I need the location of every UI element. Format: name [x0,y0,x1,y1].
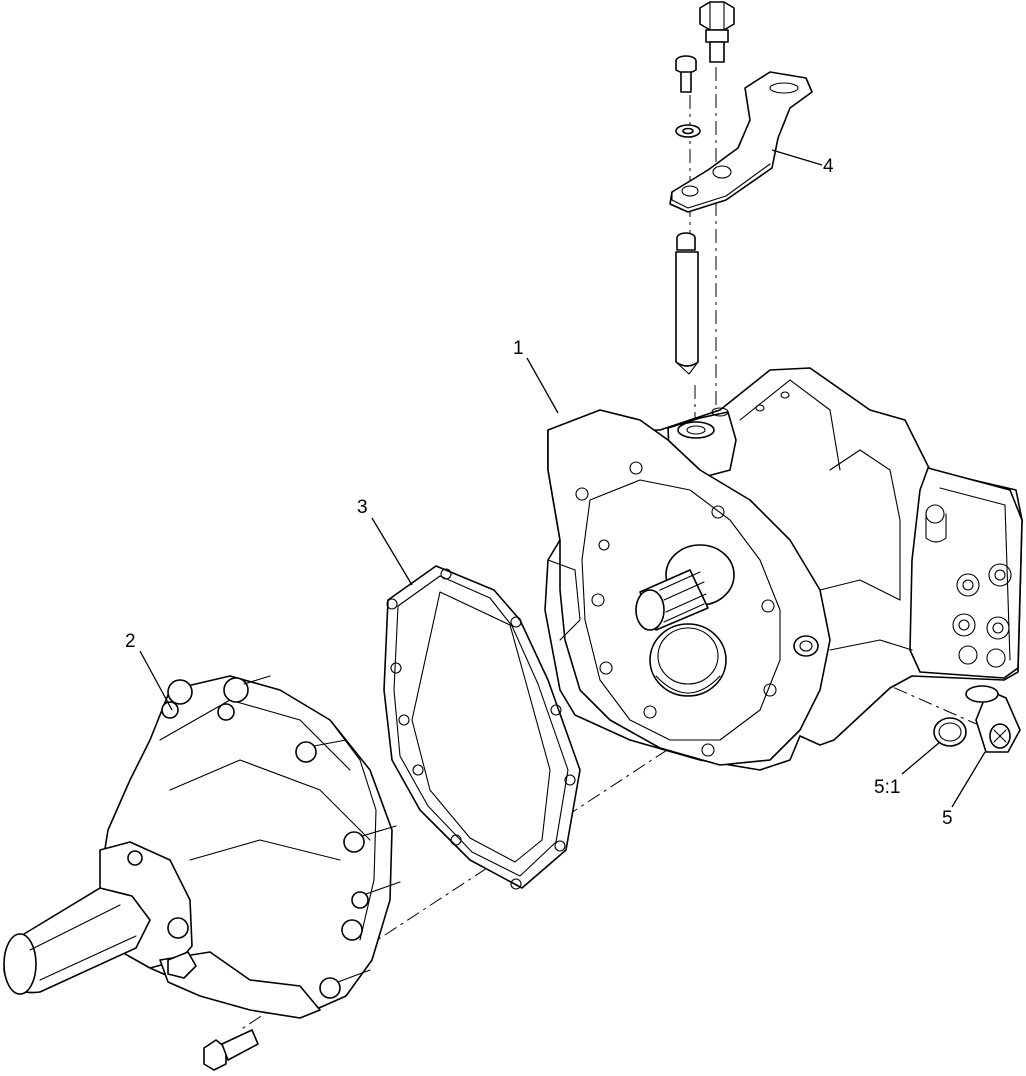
callout-2: 2 [125,631,136,652]
callout-5-1: 5:1 [874,777,901,798]
part-housing [544,367,1023,771]
part-o-ring [933,717,967,747]
callout-1: 1 [513,338,524,359]
flange-bolt-holes [575,461,777,757]
callout-3: 3 [357,497,368,518]
leader-lines [139,149,986,808]
callout-5: 5 [942,808,953,829]
part-bracket [669,1,813,375]
gear-case-studs [127,675,401,999]
part-plug [965,685,1021,753]
valve-block-caps [952,563,1012,668]
part-gear-case [3,675,401,1071]
gasket-holes [386,568,576,890]
callout-4: 4 [823,156,834,177]
part-gasket [383,565,581,890]
